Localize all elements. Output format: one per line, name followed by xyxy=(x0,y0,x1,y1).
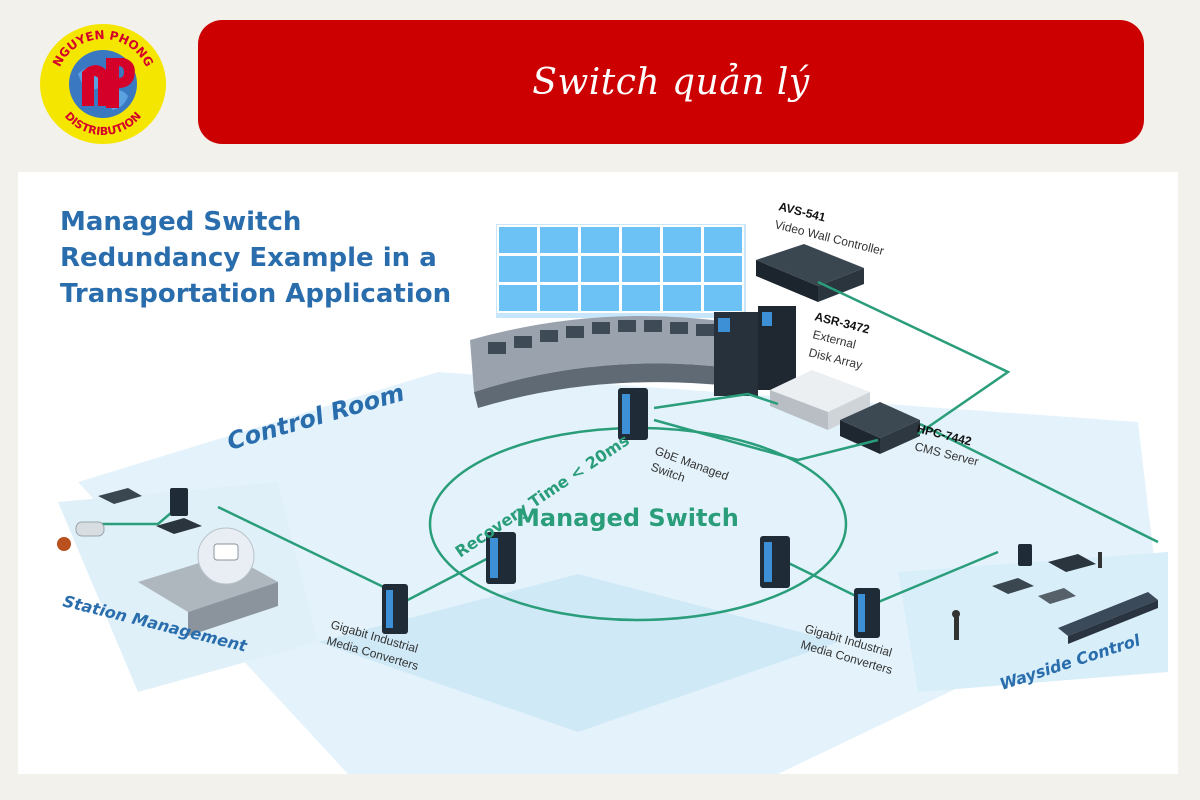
media-converter-left xyxy=(382,584,408,634)
wayside-area xyxy=(898,552,1168,692)
link-converter-ring-left xyxy=(399,550,501,606)
link-avs-hpc xyxy=(817,280,1011,436)
managed-switch-left xyxy=(486,532,516,584)
floor-plane xyxy=(78,372,1158,774)
title-banner: Switch quản lý xyxy=(198,20,1144,144)
control-desk xyxy=(470,316,730,408)
link-converter-wayside xyxy=(863,550,999,610)
ring-label: Managed Switch xyxy=(516,504,739,532)
avs-541-device xyxy=(756,244,864,302)
asr-3472-device xyxy=(770,370,870,430)
link-switch-asr xyxy=(653,392,779,410)
diagram-canvas: AVS-541 Video Wall Controller ASR-3472 E… xyxy=(57,199,1168,774)
hpc-7442-device xyxy=(840,402,920,454)
server-racks xyxy=(714,306,796,396)
logo-emblem: NGUYEN PHONG DISTRIBUTION xyxy=(40,24,166,144)
network-diagram: AVS-541 Video Wall Controller ASR-3472 E… xyxy=(18,172,1178,774)
media-converter-right xyxy=(854,588,880,638)
page-title: Switch quản lý xyxy=(532,61,810,103)
video-wall xyxy=(496,224,746,318)
managed-switch-right xyxy=(760,536,790,588)
link-hpc-wayside xyxy=(919,422,1159,544)
gbe-managed-switch-top xyxy=(618,388,648,440)
link-station-converter xyxy=(217,505,399,596)
diagram-heading-line-2: Redundancy Example in a xyxy=(60,243,437,273)
diagram-heading-line-3: Transportation Application xyxy=(60,279,452,309)
asr-desc-line-2: Disk Array xyxy=(807,345,863,372)
wayside-devices xyxy=(952,544,1158,644)
diagram-heading: Managed Switch Redundancy Example in a T… xyxy=(60,204,520,312)
diagram-heading-line-1: Managed Switch xyxy=(60,207,302,237)
station-devices xyxy=(57,488,278,636)
company-logo: NGUYEN PHONG DISTRIBUTION xyxy=(38,22,168,146)
